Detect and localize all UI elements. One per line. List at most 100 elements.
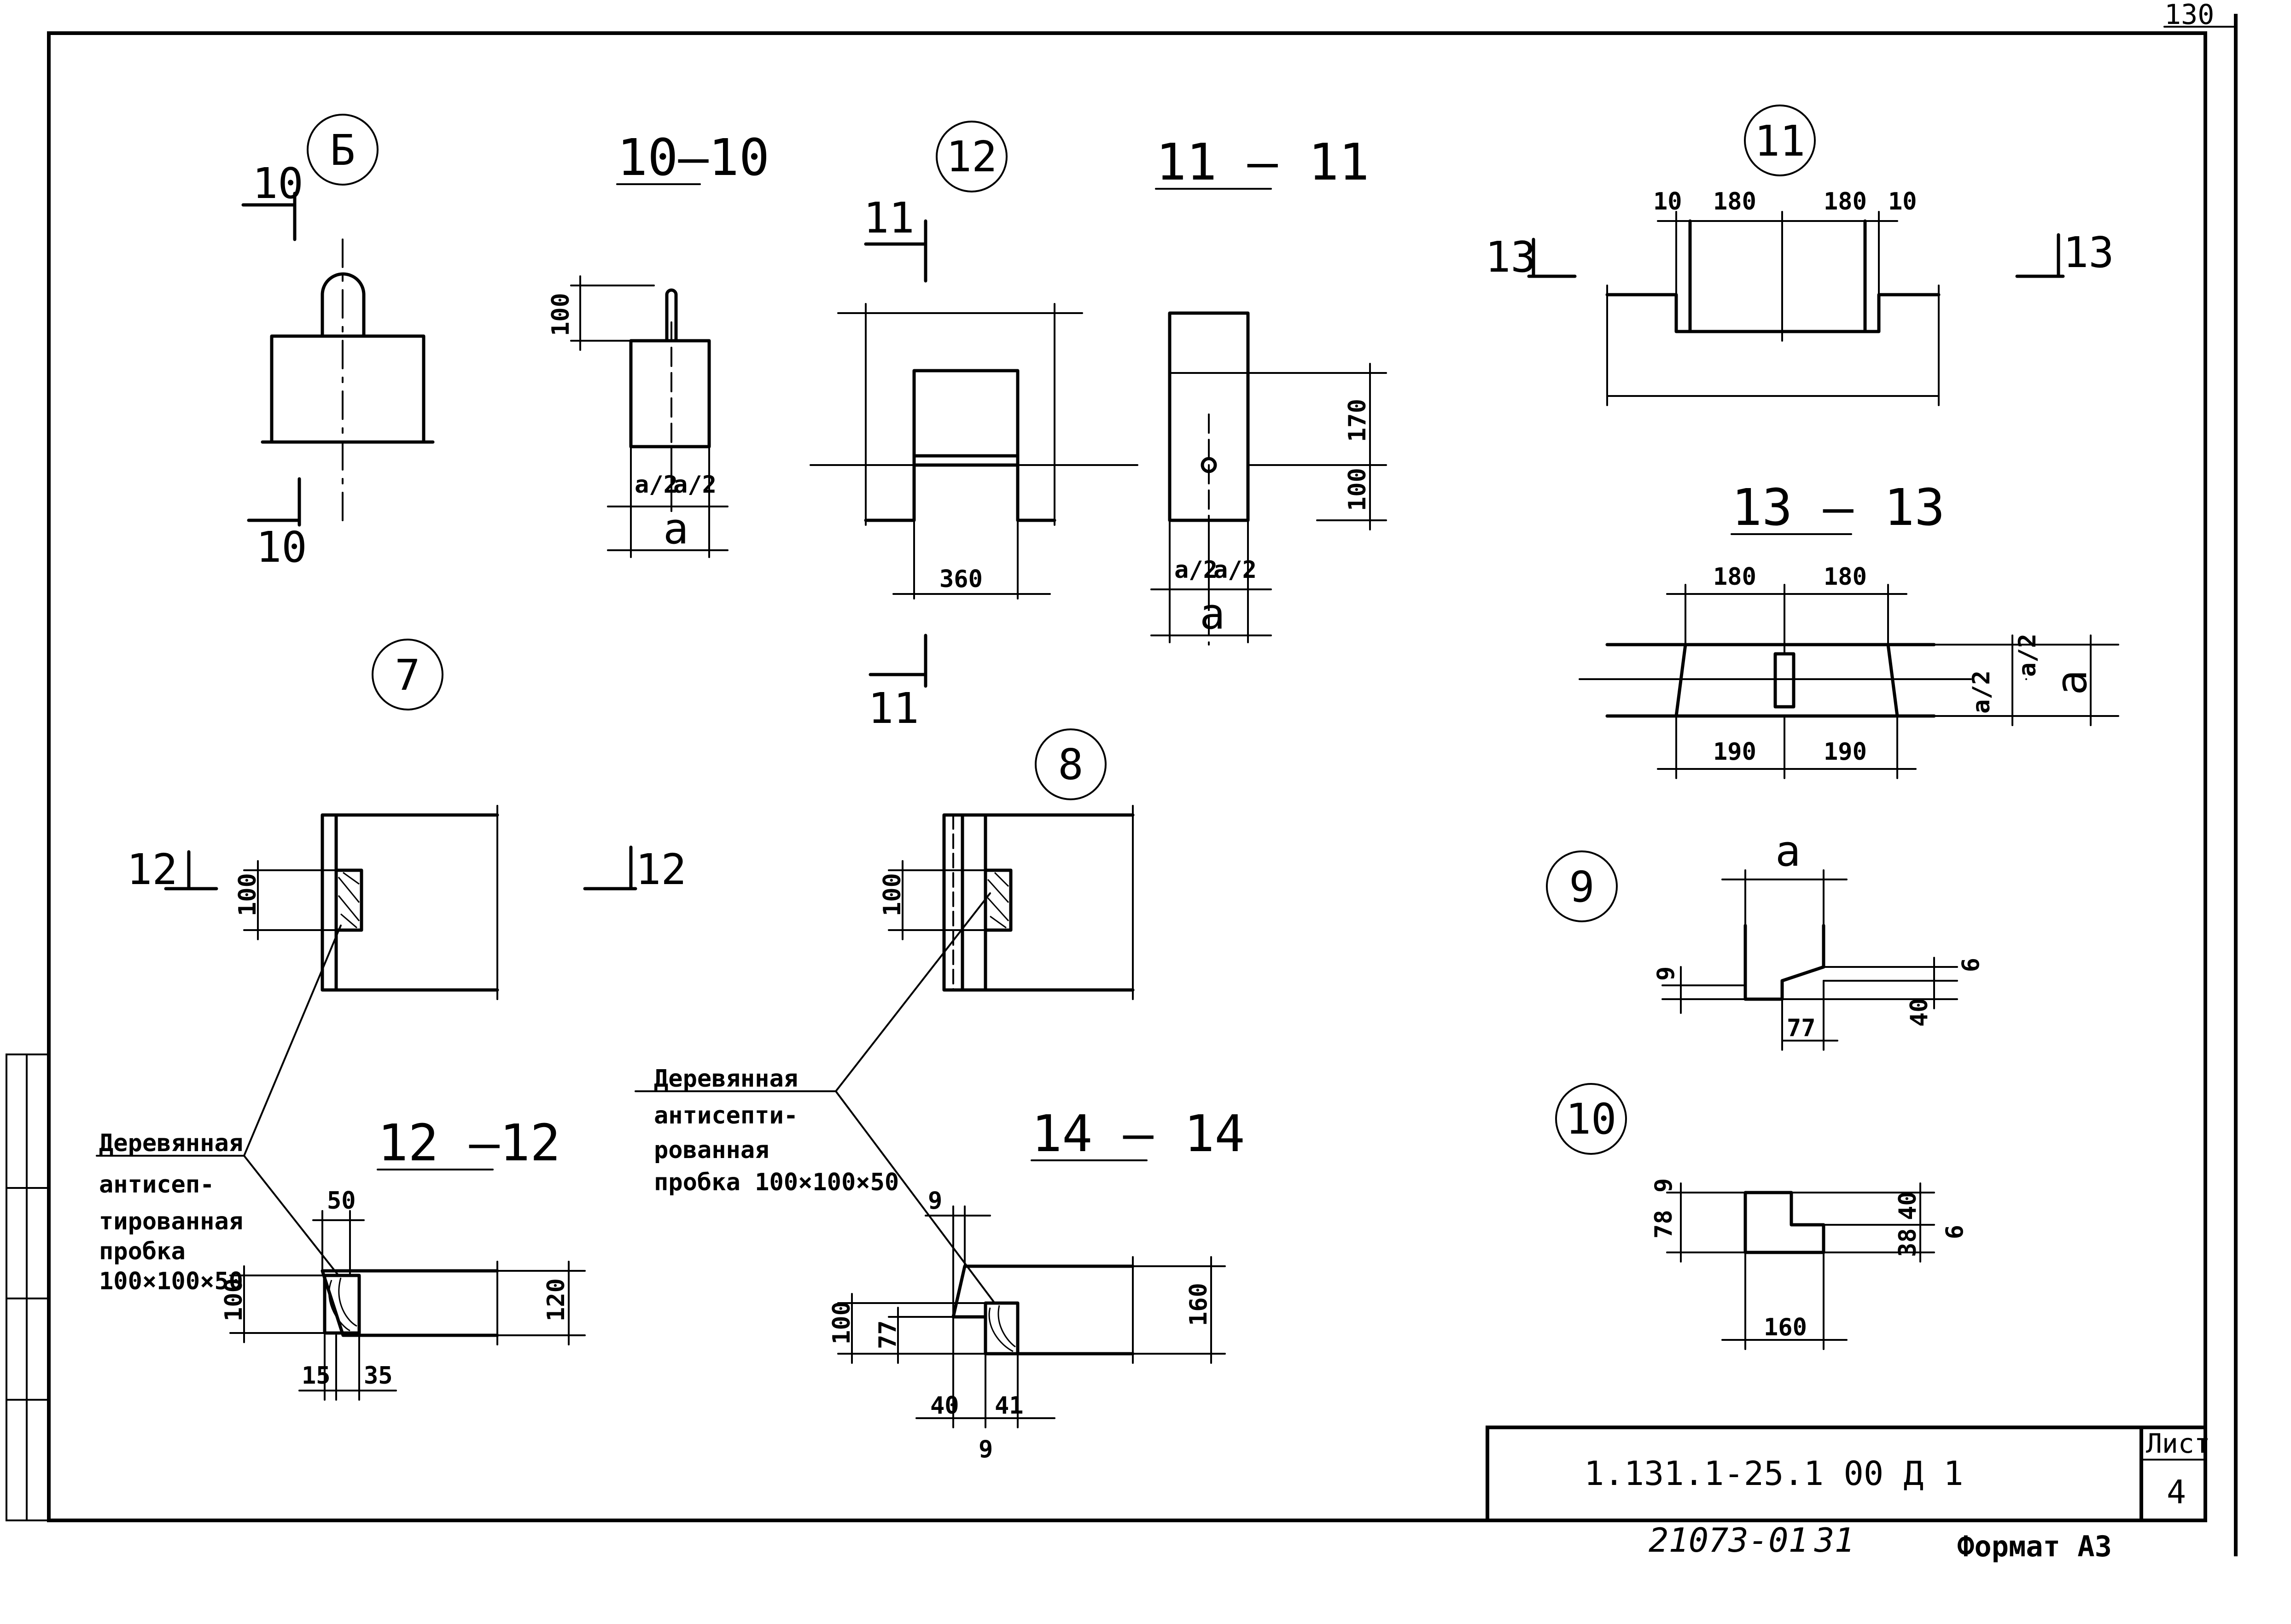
section-13-title: 13 — 13 xyxy=(1731,478,1945,537)
dim-a-s13: a xyxy=(2047,670,2096,695)
dim-9-d9-right: 9 xyxy=(1956,958,1983,972)
plug-note-b-line1: Деревянная xyxy=(654,1065,798,1093)
sheet-label: Лист xyxy=(2146,1428,2210,1459)
dim-9-s14-bottom: 9 xyxy=(979,1436,993,1463)
detail-10: 10 9 78 40 38 9 160 xyxy=(1555,1083,1967,1350)
order-number: 31 xyxy=(1814,1521,1854,1560)
dim-a2-s13-lower: a/2 xyxy=(1968,670,1995,714)
dim-a-d9: a xyxy=(1775,827,1801,876)
plug-note-b-line2: антисепти- xyxy=(654,1102,798,1129)
section-14-14: 14 — 14 9 100 77 160 40 41 9 xyxy=(828,1104,1245,1463)
cut-mark-10-top: 10 xyxy=(252,159,303,208)
section-12-title: 12 —12 xyxy=(378,1113,560,1172)
section-12-12: 12 —12 50 100 120 15 35 xyxy=(220,1113,586,1401)
cut-mark-10-bottom: 10 xyxy=(256,523,307,572)
dim-120: 120 xyxy=(542,1278,570,1321)
plug-note-a-line2: антисеп- xyxy=(99,1171,214,1199)
dim-a2-s13-upper: a/2 xyxy=(2014,634,2041,677)
plug-note-a-line1: Деревянная xyxy=(99,1129,243,1157)
dim-35: 35 xyxy=(364,1362,393,1390)
dim-77-d9: 77 xyxy=(1787,1014,1816,1042)
callout-10: 10 xyxy=(1566,1094,1617,1144)
dim-38-d10: 38 xyxy=(1894,1228,1922,1257)
detail-b: Б 10 10 xyxy=(241,114,435,572)
dim-9-d10-right: 9 xyxy=(1940,1225,1967,1239)
callout-8: 8 xyxy=(1058,740,1083,789)
dim-a2-left-s10: a/2 xyxy=(635,471,678,499)
drawing-code: 1.131.1-25.1 00 Д 1 xyxy=(1584,1454,1964,1493)
callout-7: 7 xyxy=(395,651,420,700)
dim-15: 15 xyxy=(302,1362,331,1390)
dim-77-s14: 77 xyxy=(874,1320,902,1349)
cut-mark-13-left: 13 xyxy=(1485,233,1536,282)
detail-9: 9 a 9 9 40 77 xyxy=(1546,827,1983,1051)
plug-note-a-line4: пробка xyxy=(99,1238,186,1265)
dim-a2-right-s10: a/2 xyxy=(673,471,717,499)
dim-100-s10: 100 xyxy=(547,293,575,336)
dim-100-d8: 100 xyxy=(879,873,906,916)
section-11-11: 11 — 11 170 100 a/2 a/2 a xyxy=(1150,133,1387,646)
detail-7: 7 100 12 12 xyxy=(96,639,687,1276)
plug-note-a-line3: тированная xyxy=(99,1208,243,1235)
dim-9-d9-left: 9 xyxy=(1652,966,1680,981)
dim-190-right: 190 xyxy=(1824,738,1867,766)
dim-a2-left-s11: a/2 xyxy=(1174,556,1218,584)
plug-note-b: Деревянная антисепти- рованная пробка 10… xyxy=(654,1065,899,1196)
callout-9: 9 xyxy=(1569,862,1594,912)
dim-360: 360 xyxy=(939,565,983,593)
cut-mark-11-bottom: 11 xyxy=(868,684,919,733)
cut-mark-12-left: 12 xyxy=(127,845,178,894)
plug-note-a: Деревянная антисеп- тированная пробка 10… xyxy=(99,1129,243,1295)
sheet-number: 4 xyxy=(2167,1473,2186,1511)
drawing-frame xyxy=(47,31,2207,1522)
dim-41-s14: 41 xyxy=(995,1392,1024,1420)
dim-180-s13-left: 180 xyxy=(1713,563,1756,591)
binding-strip xyxy=(6,1054,50,1521)
dim-9-s14-top: 9 xyxy=(928,1187,942,1215)
plug-note-b-line3: рованная xyxy=(654,1136,769,1164)
section-14-title: 14 — 14 xyxy=(1032,1104,1245,1163)
dim-180-right: 180 xyxy=(1824,188,1867,215)
cut-mark-13-right: 13 xyxy=(2063,228,2114,277)
section-10-10: 10—10 100 a/2 a/2 a xyxy=(547,128,769,558)
dim-50: 50 xyxy=(327,1187,356,1215)
detail-12: 12 360 11 11 xyxy=(810,121,1138,733)
plug-note-b-line4: пробка 100×100×50 xyxy=(654,1169,899,1196)
detail-8: 8 100 xyxy=(635,728,1135,1304)
dim-190-left: 190 xyxy=(1713,738,1756,766)
cut-mark-12-right: 12 xyxy=(635,845,687,894)
dim-160-d10: 160 xyxy=(1764,1314,1807,1341)
callout-b: Б xyxy=(330,126,355,175)
dim-160-s14: 160 xyxy=(1185,1283,1213,1326)
dim-a-s11: a xyxy=(1200,589,1225,639)
title-block: 1.131.1-25.1 00 Д 1 Лист 4 21073-01 31 Ф… xyxy=(1486,1426,2210,1563)
dim-40-s14: 40 xyxy=(930,1392,959,1420)
dim-40-d10: 40 xyxy=(1894,1191,1922,1220)
section-11-title: 11 — 11 xyxy=(1156,133,1370,192)
dim-100-s11: 100 xyxy=(1344,468,1371,511)
page-number: 130 xyxy=(2164,0,2214,31)
order-code: 21073-01 xyxy=(1649,1521,1808,1560)
dim-a-s10: a xyxy=(663,504,688,553)
dim-100-d7: 100 xyxy=(234,873,262,916)
detail-11: 11 10 180 180 10 13 13 xyxy=(1485,105,2114,406)
dim-78-d10: 78 xyxy=(1650,1210,1678,1239)
callout-12: 12 xyxy=(946,132,997,181)
section-13-13: 13 — 13 180 180 190 190 a/2 a/2 a xyxy=(1579,478,2119,779)
dim-9-d10-top: 9 xyxy=(1650,1178,1678,1193)
dim-170: 170 xyxy=(1344,399,1371,442)
dim-180-left: 180 xyxy=(1713,188,1756,215)
section-10-title: 10—10 xyxy=(617,128,769,187)
dim-40-d9: 40 xyxy=(1906,998,1933,1027)
format-label: Формат А3 xyxy=(1957,1530,2112,1563)
dim-a2-right-s11: a/2 xyxy=(1213,556,1257,584)
dim-100-s14: 100 xyxy=(828,1301,856,1345)
dim-10-left: 10 xyxy=(1653,188,1682,215)
cut-mark-11-top: 11 xyxy=(863,193,915,243)
dim-10-right: 10 xyxy=(1888,188,1917,215)
callout-11: 11 xyxy=(1755,116,1806,166)
plug-note-a-line5: 100×100×50 xyxy=(99,1268,243,1295)
dim-180-s13-right: 180 xyxy=(1824,563,1867,591)
dim-100-s12: 100 xyxy=(220,1278,248,1321)
